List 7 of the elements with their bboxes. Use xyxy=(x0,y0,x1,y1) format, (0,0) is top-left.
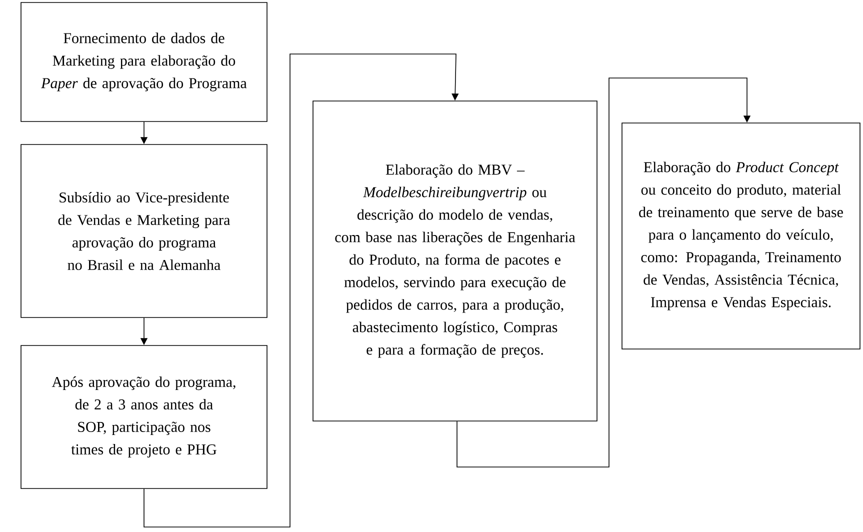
process-box: Após aprovação do programa, de 2 a 3 anos antes da SOP, participação nos times de projeto e PHG xyxy=(20,345,268,489)
process-box: Subsídio ao Vice-presidente de Vendas e Marketing para aprovação do programa no Brasil e na Alemanha xyxy=(20,144,268,318)
arrow xyxy=(456,78,751,468)
process-box: Fornecimento de dados de Marketing para elaboração do Paper de aprovação do Programa xyxy=(20,2,268,122)
process-box: Elaboração do Product Concept ou conceito do produto, material de treinamento que serve de base para o lançamento do veículo, como: Propaganda, Treinamento de Vendas, Assistência Técnica, Imprensa e Vendas Especiais. xyxy=(622,122,860,350)
process-box: Elaboração do MBV – Modelbeschireibungvertrip ou descrição do modelo de vendas, com base nas liberações de Engenharia do Produto, na forma de pacotes e modelos, servindo para execução de pedidos de carros, para a produção, abastecimento logístico, Compras e para a formação de preços. xyxy=(312,100,598,422)
arrow xyxy=(144,54,459,528)
